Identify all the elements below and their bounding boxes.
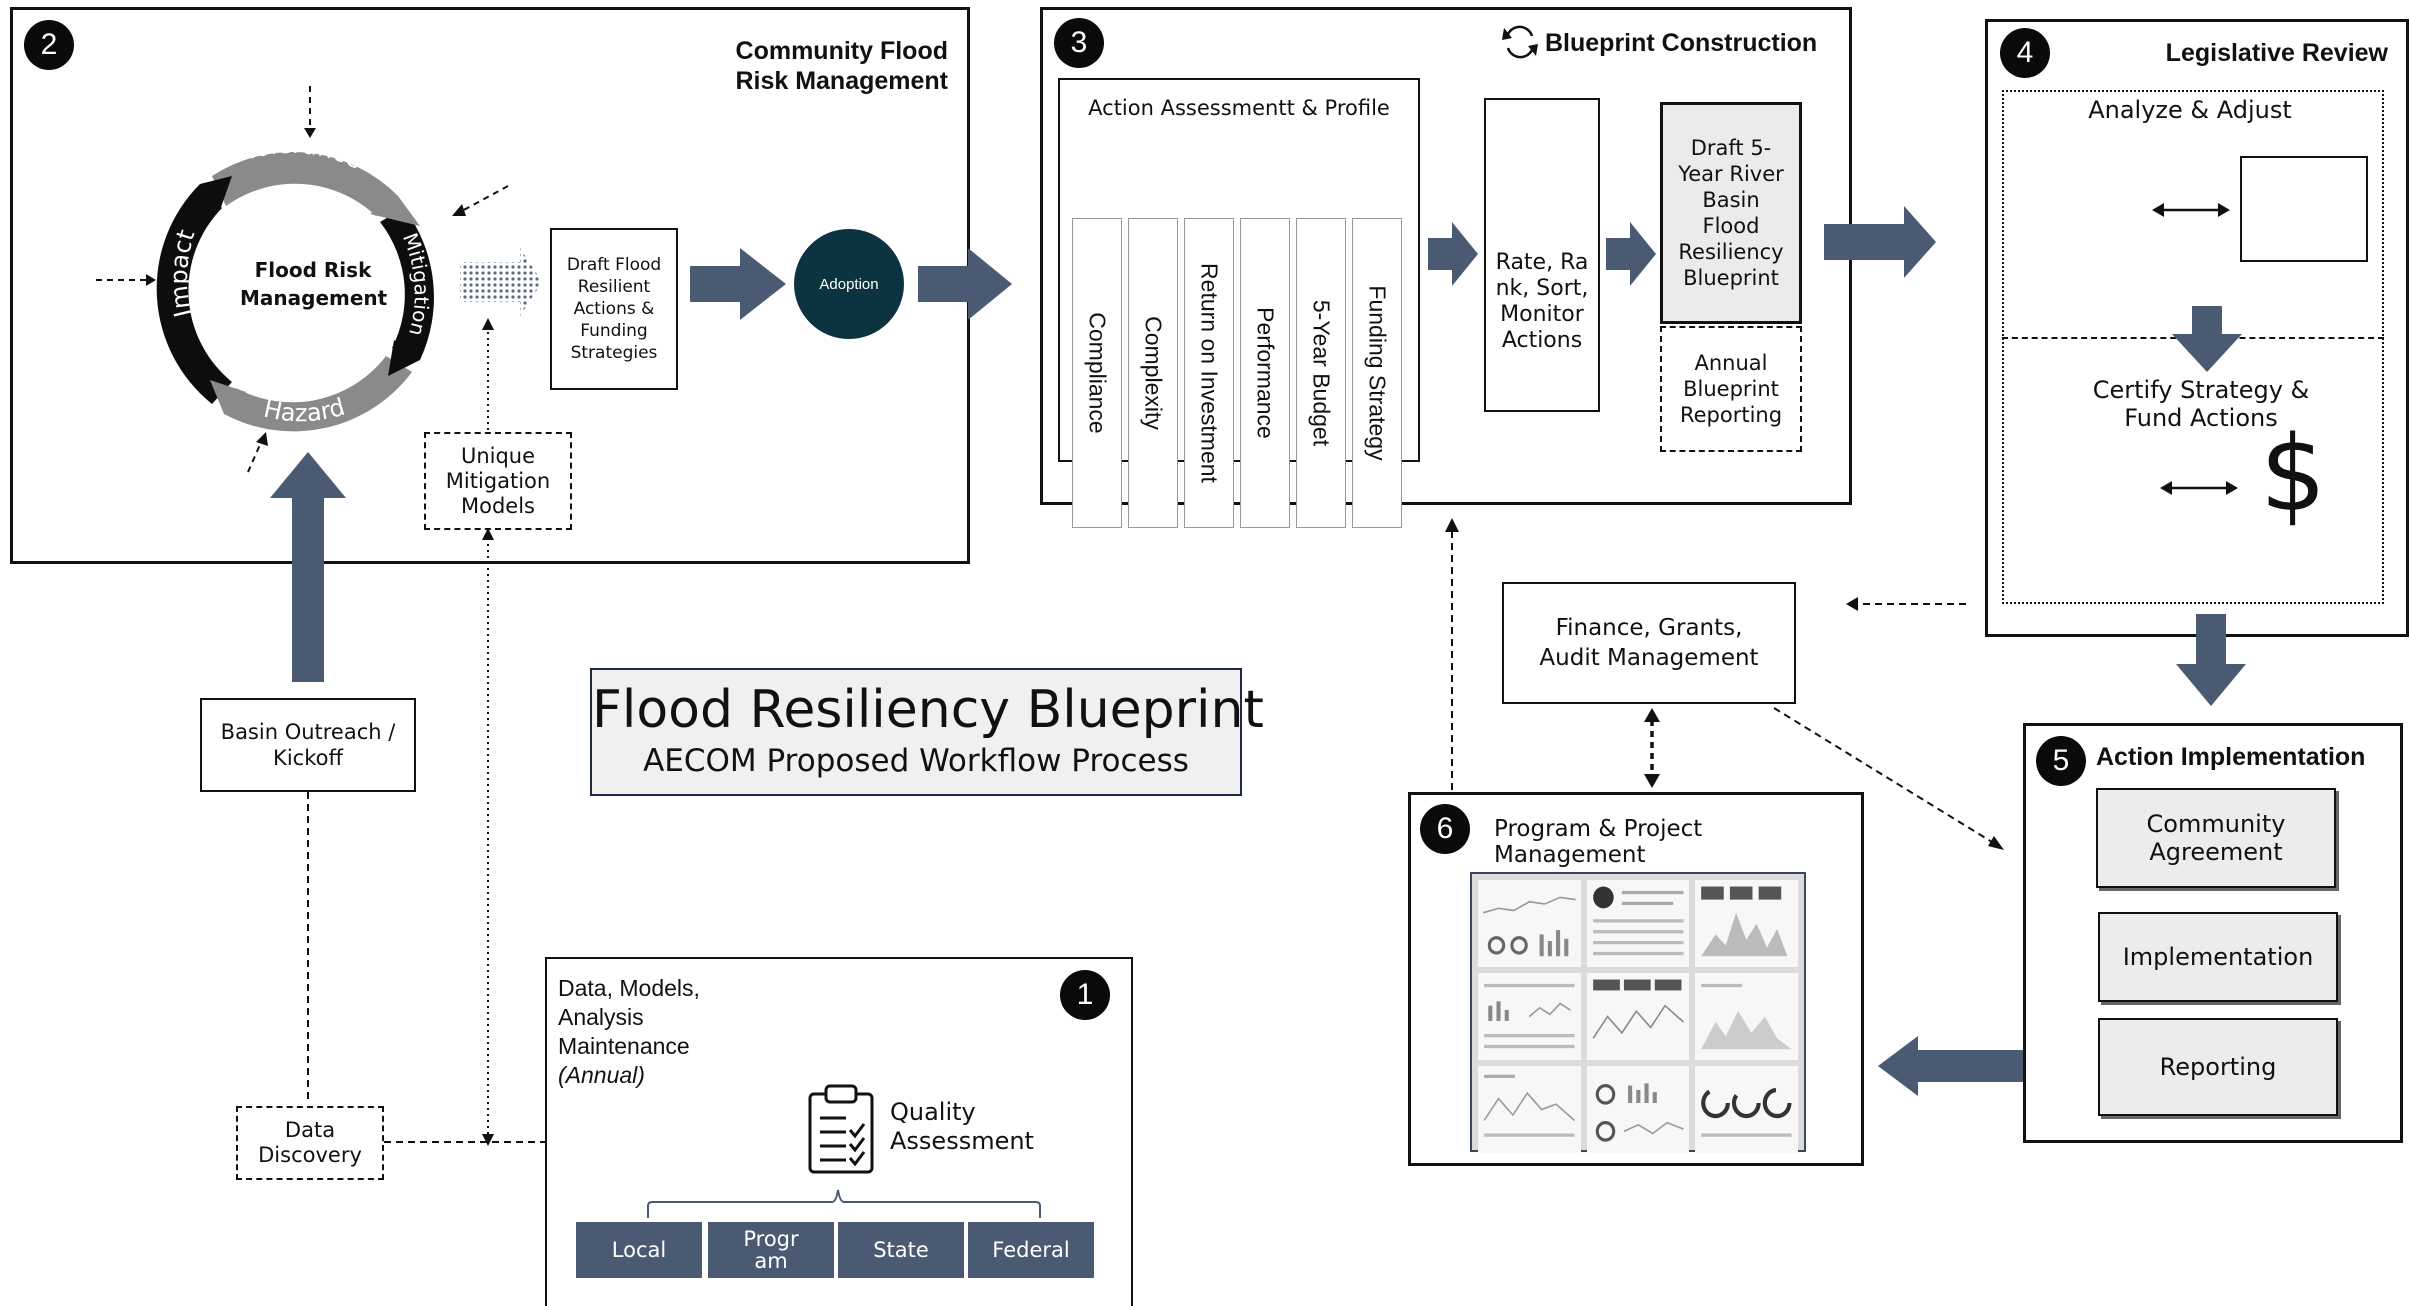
analyze-square bbox=[2240, 156, 2368, 262]
assessment-box: Action Assessmentt & Profile Compliance … bbox=[1058, 78, 1420, 528]
unique-mitigation-models: Unique Mitigation Models bbox=[424, 432, 572, 530]
criteria-label: 5-Year Budget bbox=[1308, 299, 1335, 447]
step-badge-6: 6 bbox=[1420, 804, 1470, 854]
panel5-title: Action Implementation bbox=[2096, 743, 2366, 771]
dashboard-card bbox=[1478, 1066, 1581, 1154]
legislative-dotted-area bbox=[2002, 90, 2384, 604]
panel1-title-line: Data, Models, bbox=[558, 975, 700, 1001]
draft-actions-box: Draft Flood Resilient Actions & Funding … bbox=[550, 228, 678, 390]
dashboard-card bbox=[1478, 973, 1581, 1061]
implementation-box: Implementation bbox=[2098, 912, 2338, 1002]
dollar-icon: $ bbox=[2260, 413, 2327, 535]
cycle-center-label: Flood Risk Management bbox=[240, 258, 388, 310]
analyze-adjust-label: Analyze & Adjust bbox=[2088, 96, 2292, 124]
dashboard-card bbox=[1586, 973, 1690, 1061]
community-agreement-box: Community Agreement bbox=[2096, 788, 2336, 888]
criteria-label: Compliance bbox=[1084, 312, 1111, 434]
panel1-annual: (Annual) bbox=[558, 1062, 645, 1088]
center-title-box: Flood Resiliency Blueprint AECOM Propose… bbox=[590, 668, 1264, 796]
panel6-title: Program & Project Management bbox=[1494, 816, 1703, 868]
dashboard-card bbox=[1695, 1066, 1798, 1154]
annual-reporting-box: Annual Blueprint Reporting bbox=[1660, 326, 1802, 452]
criteria-column-compliance: Compliance bbox=[1072, 218, 1122, 528]
criteria-column-funding: Funding Strategy bbox=[1352, 218, 1402, 528]
step-badge-1: 1 bbox=[1060, 970, 1110, 1020]
source-state: State bbox=[838, 1222, 964, 1278]
step-badge-2: 2 bbox=[24, 20, 74, 70]
criteria-column-complexity: Complexity bbox=[1128, 218, 1178, 528]
source-local: Local bbox=[576, 1222, 702, 1278]
panel3-title: Blueprint Construction bbox=[1545, 29, 1818, 57]
source-program: Program bbox=[708, 1222, 834, 1278]
assessment-title: Action Assessmentt & Profile bbox=[1088, 96, 1390, 120]
legislative-divider bbox=[2002, 337, 2384, 339]
criteria-column-budget: 5-Year Budget bbox=[1296, 218, 1346, 528]
dashboard-card bbox=[1695, 973, 1798, 1061]
refresh-cycle-icon bbox=[1502, 25, 1538, 59]
panel2-title: Community Flood Risk Management bbox=[735, 37, 948, 95]
dashboard-card bbox=[1586, 880, 1690, 968]
reporting-box: Reporting bbox=[2098, 1018, 2338, 1116]
source-federal: Federal bbox=[968, 1222, 1094, 1278]
finance-management-box: Finance, Grants, Audit Management bbox=[1502, 582, 1796, 704]
dashboard-card bbox=[1586, 1066, 1690, 1154]
panel1-title: Data, Models, Analysis Maintenance (Annu… bbox=[558, 974, 778, 1090]
certify-label: Certify Strategy & Fund Actions bbox=[2092, 376, 2310, 432]
dashboard-card bbox=[1695, 880, 1798, 968]
criteria-label: Funding Strategy bbox=[1364, 285, 1391, 461]
dashboard-card bbox=[1478, 880, 1581, 968]
adoption-label: Adoption bbox=[819, 275, 879, 293]
panel4-title: Legislative Review bbox=[2165, 39, 2388, 67]
criteria-label: Return on Investment bbox=[1196, 263, 1223, 483]
criteria-column-roi: Return on Investment bbox=[1184, 218, 1234, 528]
step-badge-3: 3 bbox=[1054, 18, 1104, 68]
draft-blueprint-box: Draft 5-Year River Basin Flood Resilienc… bbox=[1660, 102, 1802, 324]
panel1-title-line: Maintenance bbox=[558, 1033, 690, 1059]
page-subtitle: AECOM Proposed Workflow Process bbox=[643, 743, 1189, 779]
adoption-circle: Adoption bbox=[794, 229, 904, 339]
basin-outreach-box: Basin Outreach / Kickoff bbox=[200, 698, 416, 792]
quality-assessment-label: Quality Assessment bbox=[890, 1098, 1034, 1155]
panel1-title-line: Analysis bbox=[558, 1004, 644, 1030]
criteria-label: Performance bbox=[1252, 307, 1279, 439]
step-badge-5: 5 bbox=[2036, 736, 2086, 786]
criteria-label: Complexity bbox=[1140, 316, 1167, 430]
dashboard-thumbnails bbox=[1470, 872, 1806, 1154]
rate-rank-box: Rate, Rank, Sort, Monitor Actions bbox=[1484, 98, 1600, 412]
page-title: Flood Resiliency Blueprint bbox=[592, 680, 1264, 740]
clipboard-checklist-icon bbox=[808, 1084, 874, 1174]
step-badge-4: 4 bbox=[2000, 28, 2050, 78]
data-discovery-box: Data Discovery bbox=[236, 1106, 384, 1180]
criteria-column-performance: Performance bbox=[1240, 218, 1290, 528]
